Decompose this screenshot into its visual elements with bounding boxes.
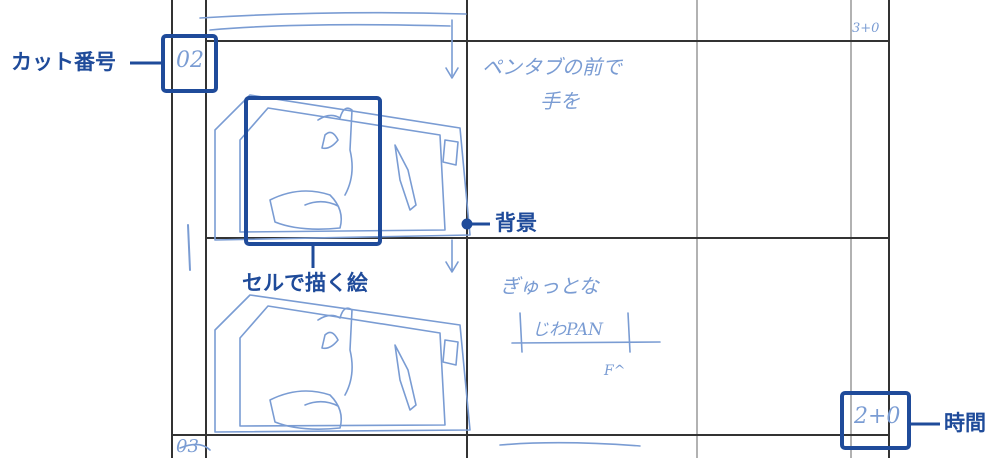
sketch-tablet-1 [214,94,471,241]
cut-1-time: 3+0 [852,21,880,36]
sketch-pen-2 [394,344,417,411]
sketch-tablet-2 [214,294,471,433]
cut-2-note: ぎゅっとな [500,274,599,298]
sketch-tablet-1-screen [239,107,446,233]
cut-number-1: 02 [176,48,204,73]
label-cut-number: カット番号 [11,50,116,74]
leader-lines [130,61,940,426]
sketch-button-2 [442,339,459,366]
sketch-button-1 [442,139,459,166]
sketch-pen-1 [394,144,417,211]
callout-box-cel-drawing [244,96,382,246]
sketch-camera-underline [511,341,661,344]
callout-boxes [161,34,911,450]
sketch-tablet-2-screen [239,305,446,427]
label-background: 背景 [495,211,537,235]
sketch-camera-left-bar [519,312,523,353]
sketch-arrow-2 [445,239,459,273]
sketch-frame-top-2 [209,23,451,31]
sketch-next-cut-note [499,441,641,447]
cut-2-camera: じわPAN [532,320,604,340]
label-time: 時間 [944,411,986,435]
sketch-hand-1-fingers [321,131,339,150]
sketch-hand-4 [269,390,343,430]
sketch-camera-right-bar [627,312,631,353]
sketch-mark-left [187,224,191,271]
sketch-next-cut-number [179,443,211,451]
storyboard-grid [171,0,890,458]
cut-number-3: 03 [176,436,199,457]
sketch-frame-top [199,11,467,19]
cut-2-camera-sub: F^ [604,363,626,379]
sketch-wrist-2 [304,400,339,407]
label-cel-drawing: セルで描く絵 [242,271,368,295]
sketch-hand-3 [317,307,353,396]
cut-2-time: 2+0 [854,404,901,429]
sketch-hand-2 [269,190,343,230]
sketch-hand-1 [317,107,353,196]
cut-1-note-line-2: 手を [540,89,580,113]
sketch-drawings [179,11,661,451]
cut-1-note-line-1: ペンタブの前で [482,55,622,79]
sketch-arrow-1 [445,19,459,79]
sketch-wrist-1 [304,200,339,207]
callout-box-time [840,391,911,450]
sketch-hand-3-fingers [321,331,339,350]
leader-background-dot [461,218,473,230]
